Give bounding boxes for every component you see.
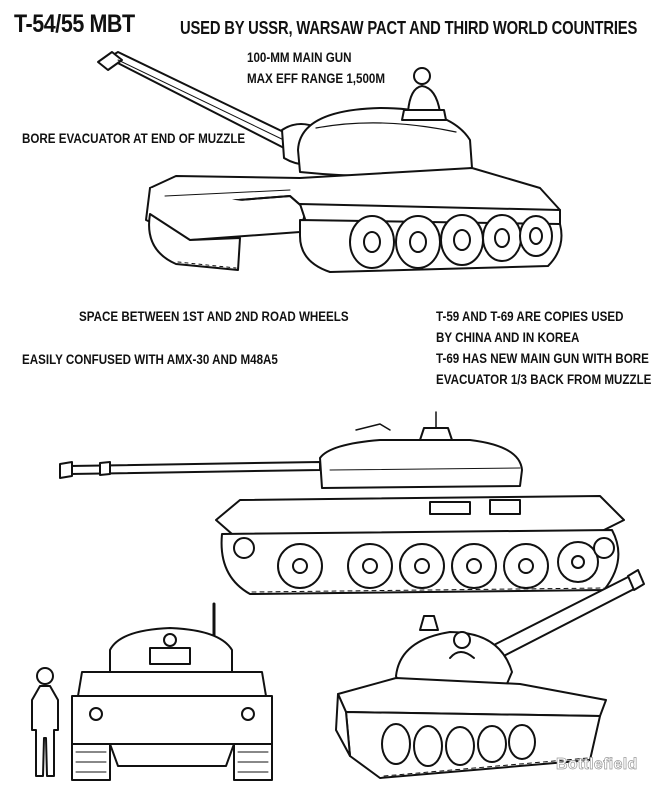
copies-line-1: T-59 AND T-69 ARE COPIES USED bbox=[436, 309, 624, 324]
top-road-wheels bbox=[349, 214, 553, 269]
copies-line-4: EVACUATOR 1/3 BACK FROM MUZZLE bbox=[436, 372, 652, 387]
main-gun-line-1: 100-MM MAIN GUN bbox=[247, 50, 352, 65]
tank-front-view bbox=[71, 602, 273, 781]
copies-line-2: BY CHINA AND IN KOREA bbox=[436, 330, 580, 345]
copies-note: T-59 AND T-69 ARE COPIES USED BY CHINA A… bbox=[436, 306, 651, 390]
tank-rear-three-quarter-view bbox=[335, 569, 645, 779]
copies-line-3: T-69 HAS NEW MAIN GUN WITH BORE bbox=[436, 351, 649, 366]
page-title: T-54/55 MBT bbox=[14, 10, 135, 38]
side-road-wheels bbox=[233, 537, 615, 589]
main-gun-note: 100-MM MAIN GUN MAX EFF RANGE 1,500M bbox=[247, 47, 385, 89]
tank-three-quarter-view bbox=[97, 51, 563, 273]
confused-with-note: EASILY CONFUSED WITH AMX-30 AND M48A5 bbox=[22, 352, 278, 367]
page-subtitle: USED BY USSR, WARSAW PACT AND THIRD WORL… bbox=[180, 18, 638, 38]
bore-evacuator-note: BORE EVACUATOR AT END OF MUZZLE bbox=[22, 131, 246, 146]
road-wheel-note: SPACE BETWEEN 1ST AND 2ND ROAD WHEELS bbox=[79, 309, 349, 324]
tank-side-view bbox=[59, 411, 625, 595]
human-scale-figure bbox=[31, 667, 59, 777]
rear-road-wheels bbox=[381, 723, 536, 767]
watermark-text: Bottlefield bbox=[556, 756, 638, 774]
main-gun-line-2: MAX EFF RANGE 1,500M bbox=[247, 71, 386, 86]
